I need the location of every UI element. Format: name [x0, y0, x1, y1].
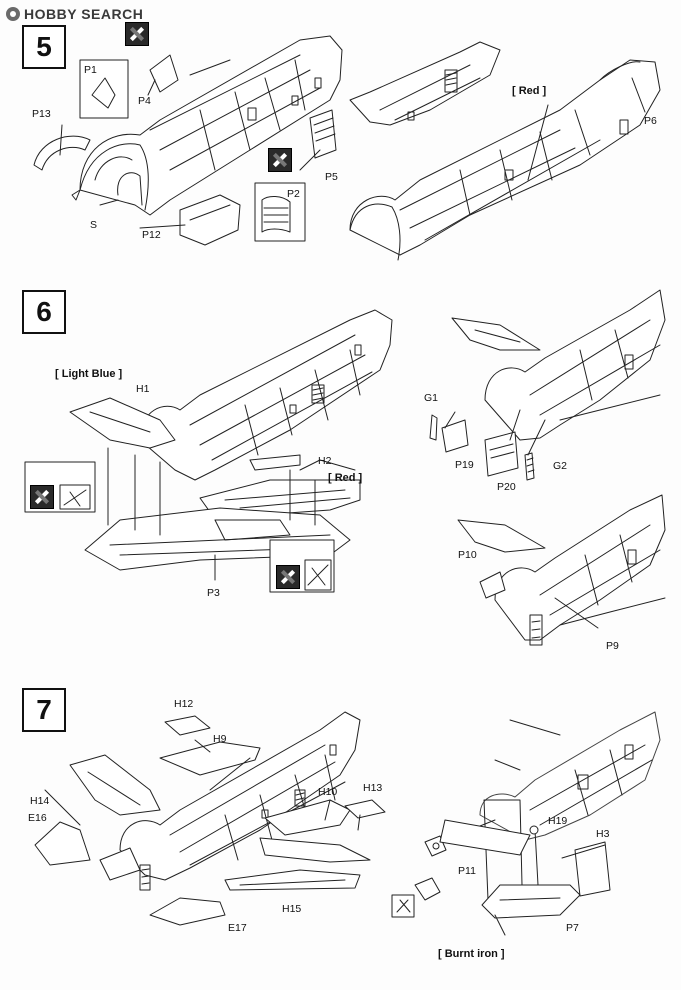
paint-note-red: [ Red ]: [512, 85, 547, 97]
logo-text: HOBBY SEARCH: [24, 6, 144, 22]
step-number-7: 7: [22, 688, 66, 732]
part-label-e17: E17: [228, 922, 247, 934]
step5-fuselage-right: [349, 41, 661, 261]
paint-note-red-step6: [ Red ]: [328, 472, 363, 484]
part-label-h14: H14: [30, 795, 50, 807]
step7-landing-gear-bay: [414, 711, 661, 936]
part-label-p1: P1: [84, 64, 97, 76]
part-label-h13: H13: [363, 782, 383, 794]
part-label-g1: G1: [424, 392, 439, 404]
step6-assembled-fuselage: [457, 494, 666, 646]
step5-fuselage-left: [33, 35, 343, 246]
glue-symbol-icon: [268, 148, 292, 172]
part-label-s: S: [90, 219, 98, 231]
step7-wing-assembly: [34, 711, 386, 926]
glue-symbol-icon: [125, 22, 149, 46]
part-label-p9: P9: [606, 640, 619, 652]
part-label-h9: H9: [213, 733, 227, 745]
step-number-6: 6: [22, 290, 66, 334]
logo-mark-icon: [6, 7, 20, 21]
part-label-p6: P6: [644, 115, 657, 127]
part-label-p7: P7: [566, 922, 579, 934]
part-label-p20: P20: [497, 481, 516, 493]
step-number-5: 5: [22, 25, 66, 69]
part-label-p12: P12: [142, 229, 161, 241]
glue-symbol-icon: [30, 485, 54, 509]
part-label-h10: H10: [318, 786, 338, 798]
glue-symbol-icon: [276, 565, 300, 589]
step6-cockpit-detail: [429, 289, 666, 481]
step6-fuselage-assembly: [69, 309, 393, 581]
part-label-p19: P19: [455, 459, 474, 471]
part-label-g2: G2: [553, 460, 568, 472]
paint-note-burnt-iron: [ Burnt iron ]: [438, 948, 505, 960]
part-label-p2: P2: [287, 188, 300, 200]
part-label-h1: H1: [136, 383, 150, 395]
part-label-p5: P5: [325, 171, 338, 183]
part-label-h2: H2: [318, 455, 332, 467]
part-label-p11: P11: [458, 865, 476, 877]
part-label-h19: H19: [548, 815, 568, 827]
part-label-e16: E16: [28, 812, 47, 824]
part-label-p3: P3: [207, 587, 220, 599]
part-label-p4: P4: [138, 95, 151, 107]
part-label-h12: H12: [174, 698, 194, 710]
part-label-p10: P10: [458, 549, 477, 561]
hobby-search-logo: HOBBY SEARCH: [6, 5, 143, 23]
part-label-h3: H3: [596, 828, 610, 840]
paint-note-light-blue: [ Light Blue ]: [55, 368, 123, 380]
part-label-h15: H15: [282, 903, 302, 915]
part-label-p13: P13: [32, 108, 51, 120]
